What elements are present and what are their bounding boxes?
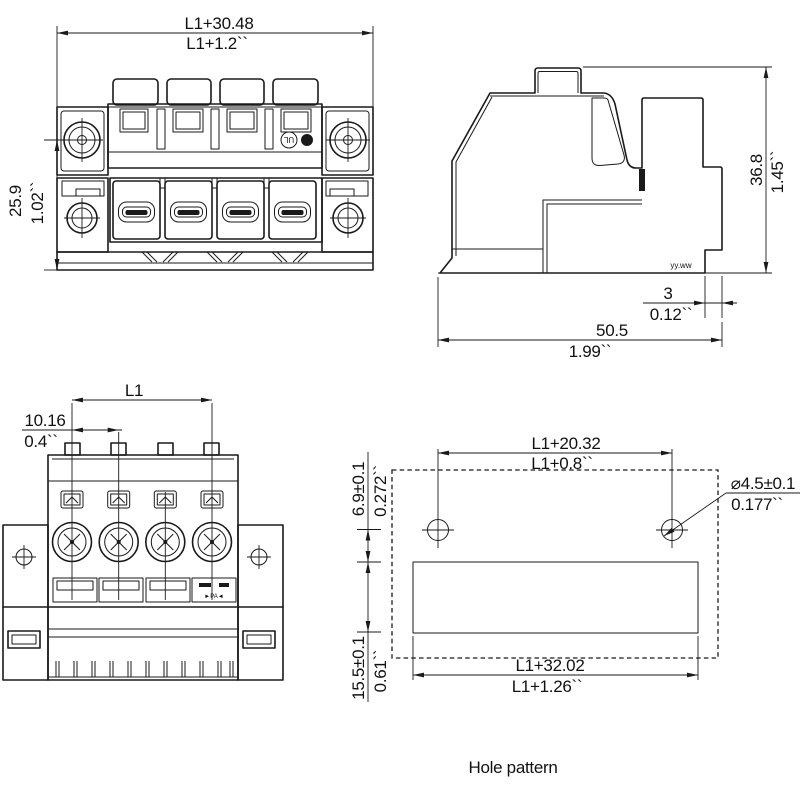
dim-side-offset-mm: 3 xyxy=(663,284,672,303)
flange-lower-left xyxy=(56,177,109,253)
front-view: UL xyxy=(6,14,374,271)
solder-pins xyxy=(64,442,220,456)
wing-details xyxy=(7,545,276,649)
plug-view: ►PA◄ L1 10.16 xyxy=(2,381,284,681)
wing-left xyxy=(2,524,49,681)
dim-front-height-mm: 25.9 xyxy=(6,185,25,217)
dim-cutout-height-mm: 15.5±0.1 xyxy=(349,636,368,700)
dim-cutout-width-mm: L1+32.02 xyxy=(516,656,585,675)
dim-cutout-width-in: L1+1.26`` xyxy=(512,677,583,696)
date-code-text: yy.ww xyxy=(670,261,691,270)
dim-hole-pitch-mm: L1+20.32 xyxy=(532,434,601,453)
cap-1 xyxy=(112,78,159,106)
plug-view-dimensions: L1 10.16 0.4`` xyxy=(22,381,213,600)
cert-dot-icon xyxy=(301,134,313,146)
hole-pattern-dimensions: L1+20.32 L1+0.8`` 6.9±0.1 0.272`` 15.5±0… xyxy=(349,434,800,702)
wing-right xyxy=(237,524,284,681)
dim-cutout-height-in: 0.61`` xyxy=(371,650,390,693)
dim-front-width-in: L1+1.2`` xyxy=(186,34,247,53)
flange-upper-right xyxy=(321,106,374,176)
dim-hole-dia-mm: ⌀4.5±0.1 xyxy=(731,474,795,493)
lower-windows: ►PA◄ xyxy=(52,577,237,603)
dim-side-depth-in: 1.99`` xyxy=(569,342,612,361)
material-mark-text: ►PA◄ xyxy=(204,594,223,600)
dim-side-offset-in: 0.12`` xyxy=(650,305,693,324)
ul-mark-icon: UL xyxy=(280,131,298,149)
panel-outline-dashed xyxy=(391,469,719,659)
side-inner-lines xyxy=(452,71,645,273)
side-view-dimensions: 36.8 1.45`` 3 0.12`` 50.5 1.99`` xyxy=(437,66,787,361)
screw-terminals xyxy=(51,521,233,563)
cap-4 xyxy=(272,78,319,106)
caption: Hole pattern xyxy=(468,758,557,777)
dim-front-width-mm: L1+30.48 xyxy=(185,14,254,33)
plug-modules xyxy=(112,177,317,240)
base-rail xyxy=(56,251,374,271)
foot-ribs xyxy=(48,661,238,678)
contact-slots xyxy=(118,201,311,223)
cap-2 xyxy=(166,78,212,106)
dim-side-height-mm: 36.8 xyxy=(747,154,766,186)
dim-hole-edge-mm: 6.9±0.1 xyxy=(349,462,368,517)
ul-mark-text: UL xyxy=(283,135,294,144)
mounting-holes xyxy=(422,449,688,548)
flange-lower-right xyxy=(321,177,374,253)
cap-3 xyxy=(219,78,265,106)
plug-body xyxy=(47,454,239,681)
panel-cutout xyxy=(412,561,699,634)
side-view: yy.ww 36.8 1.45`` 3 0.12`` 50.5 1.99`` xyxy=(437,66,787,361)
hole-pattern-view: L1+20.32 L1+0.8`` 6.9±0.1 0.272`` 15.5±0… xyxy=(349,434,800,702)
front-view-dimensions: L1+30.48 L1+1.2`` 25.9 1.02`` xyxy=(6,14,374,271)
flange-upper-left xyxy=(56,106,109,176)
wire-windows xyxy=(119,108,312,150)
clamp-windows xyxy=(60,490,224,509)
dim-plug-pitch-in: 0.4`` xyxy=(24,432,57,451)
dim-side-depth-mm: 50.5 xyxy=(596,321,628,340)
dim-hole-pitch-in: L1+0.8`` xyxy=(531,454,592,473)
side-silhouette xyxy=(439,67,723,274)
dim-plug-pitch-mm: 10.16 xyxy=(24,411,65,430)
dim-hole-dia-in: 0.177`` xyxy=(731,495,783,514)
dim-front-height-in: 1.02`` xyxy=(28,182,47,225)
dim-side-height-in: 1.45`` xyxy=(768,151,787,194)
dim-plug-span: L1 xyxy=(125,381,143,400)
dim-hole-edge-in: 0.272`` xyxy=(371,465,390,517)
